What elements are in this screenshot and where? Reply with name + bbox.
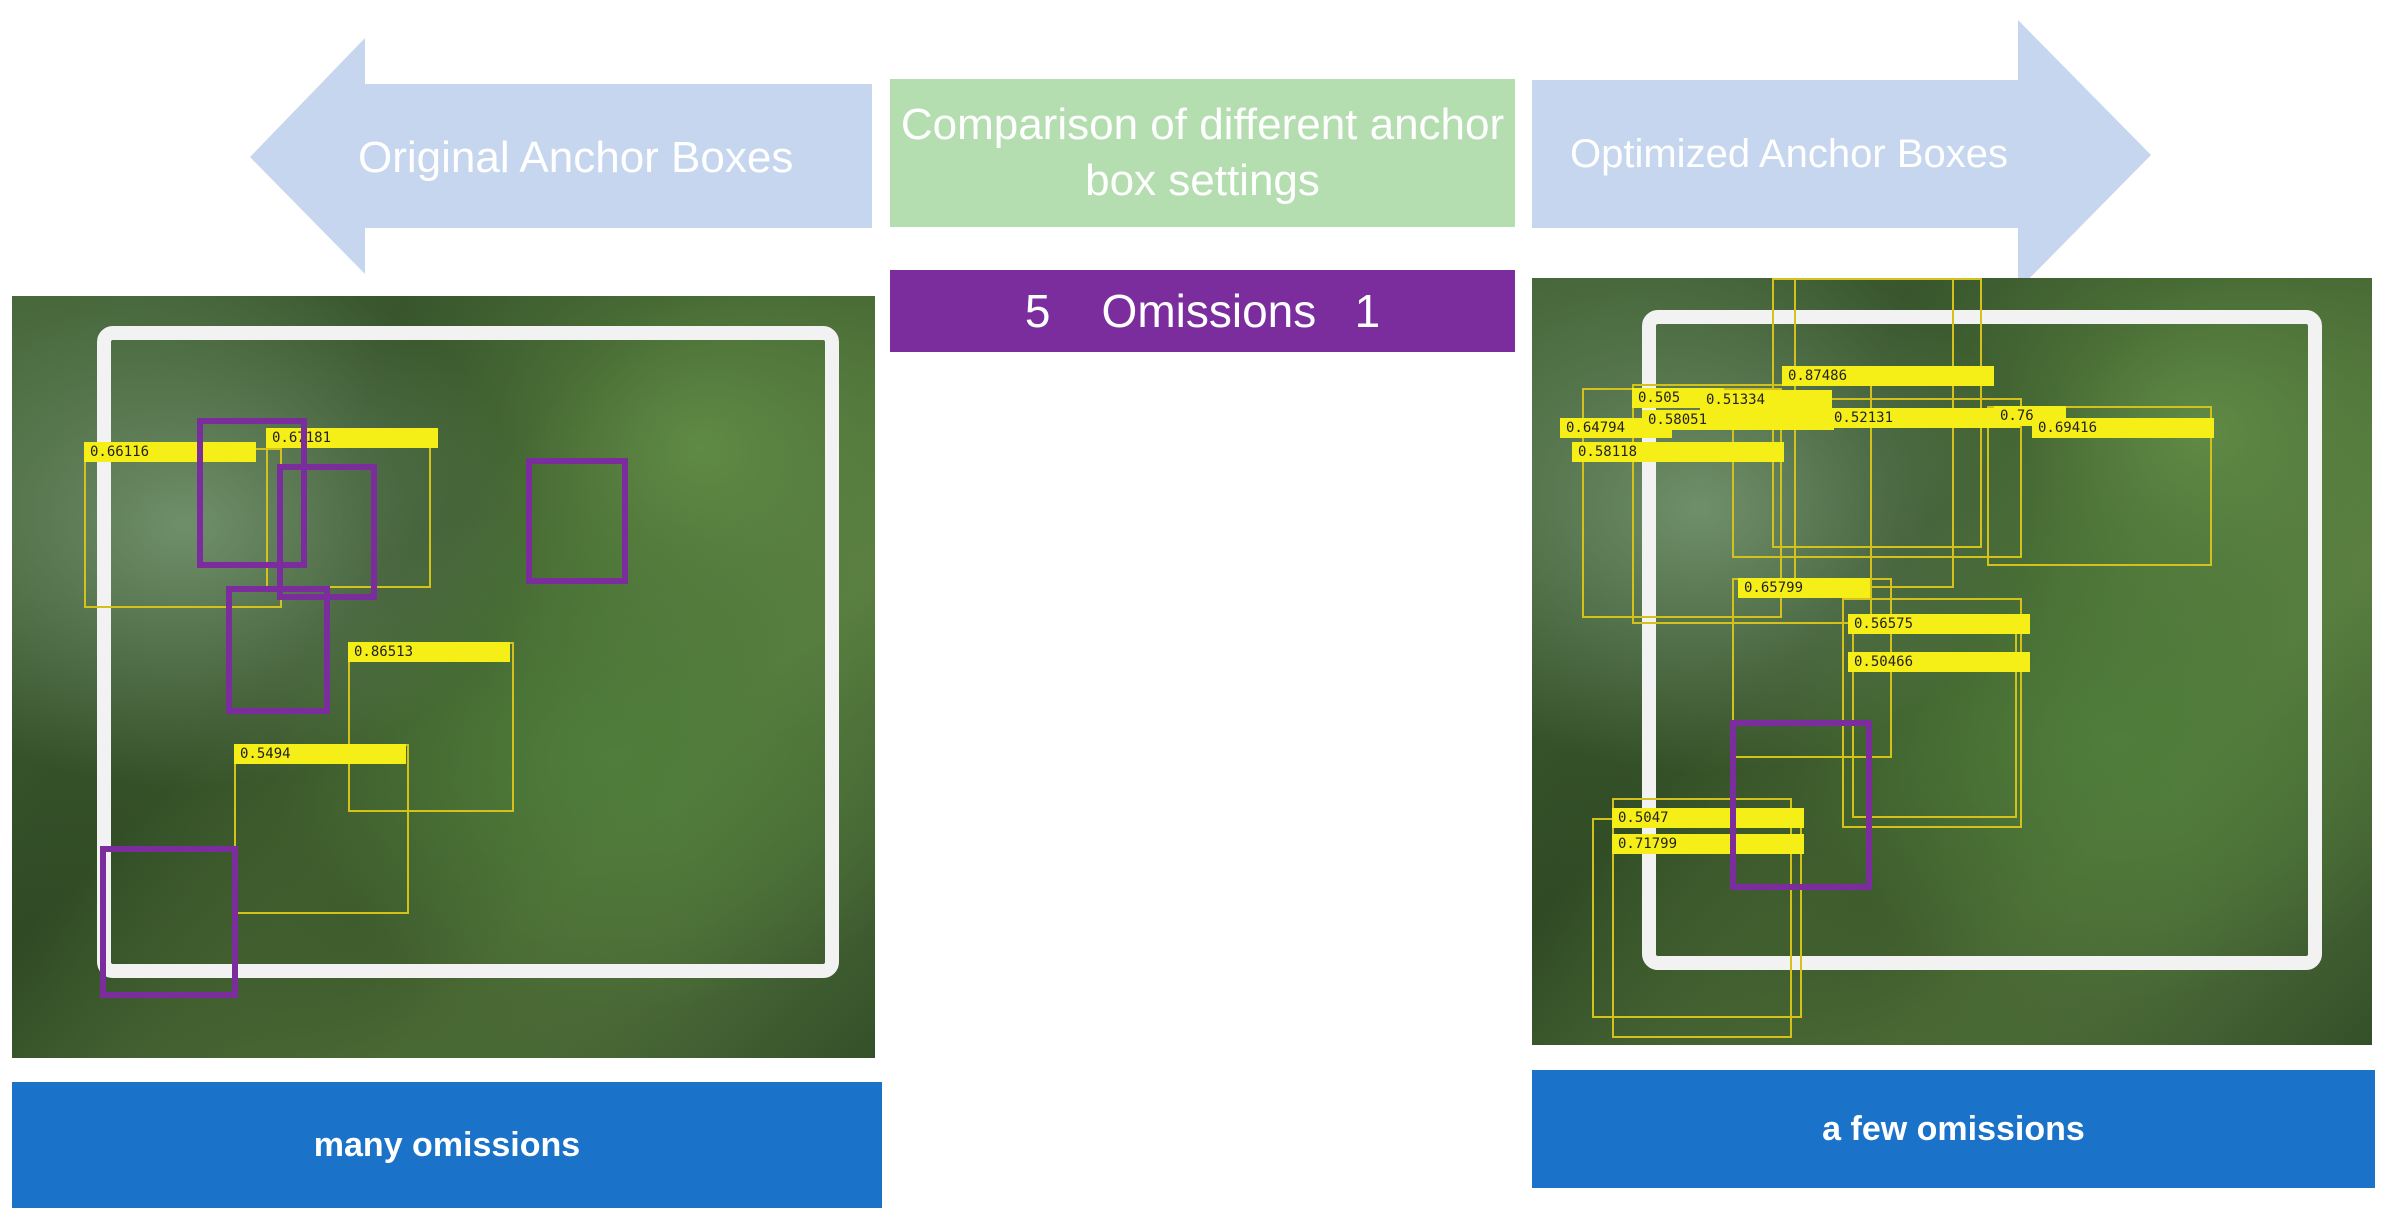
left-arrow-label: Original Anchor Boxes bbox=[358, 133, 794, 182]
detection-score: 0.5047 bbox=[1612, 808, 1804, 828]
detection-score: 0.58118 bbox=[1572, 442, 1784, 462]
left-caption: many omissions bbox=[12, 1082, 882, 1208]
missed-weed-box bbox=[197, 418, 307, 568]
left-arrow-shape bbox=[250, 38, 872, 274]
comparison-title-box: Comparison of different anchor box setti… bbox=[890, 79, 1515, 227]
missed-weed-box bbox=[100, 846, 238, 998]
detection-score: 0.66116 bbox=[84, 442, 256, 462]
detection-score: 0.5494 bbox=[234, 744, 406, 764]
missed-weed-box bbox=[277, 464, 377, 600]
detection-box bbox=[1842, 598, 2022, 828]
right-arrow-shape bbox=[1532, 20, 2151, 290]
detection-box bbox=[1794, 278, 1954, 588]
detection-score: 0.58051 bbox=[1642, 410, 1834, 430]
right-detection-photo: 0.505 0.51334 0.87486 0.64794 0.58051 0.… bbox=[1532, 278, 2372, 1045]
quadrat-frame bbox=[97, 326, 839, 978]
missed-weed-box bbox=[1730, 720, 1872, 890]
detection-box bbox=[1612, 798, 1792, 1038]
left-detection-photo: 0.66116 0.67181 0.86513 0.5494 bbox=[12, 296, 875, 1058]
detection-score: 0.69416 bbox=[2032, 418, 2214, 438]
quadrat-frame bbox=[1642, 310, 2322, 970]
right-arrow-label: Optimized Anchor Boxes bbox=[1570, 132, 2008, 176]
detection-box bbox=[1987, 406, 2212, 566]
detection-box bbox=[1632, 384, 1872, 624]
detection-score: 0.56575 bbox=[1848, 614, 2030, 634]
detection-score: 0.65799 bbox=[1738, 578, 1870, 598]
detection-box bbox=[234, 744, 409, 914]
missed-weed-box bbox=[526, 458, 628, 584]
right-caption: a few omissions bbox=[1532, 1070, 2375, 1188]
detection-score: 0.87486 bbox=[1782, 366, 1994, 386]
detection-box bbox=[1732, 398, 2022, 558]
detection-score: 0.86513 bbox=[348, 642, 510, 662]
detection-score: 0.71799 bbox=[1612, 834, 1804, 854]
detection-score: 0.51334 bbox=[1700, 390, 1832, 410]
missed-weed-box bbox=[226, 586, 330, 714]
detection-score: 0.52131 bbox=[1828, 408, 2020, 428]
omissions-bar: 5 Omissions 1 bbox=[890, 270, 1515, 352]
detection-score: 0.50466 bbox=[1848, 652, 2030, 672]
comparison-title: Comparison of different anchor box setti… bbox=[900, 100, 1505, 205]
